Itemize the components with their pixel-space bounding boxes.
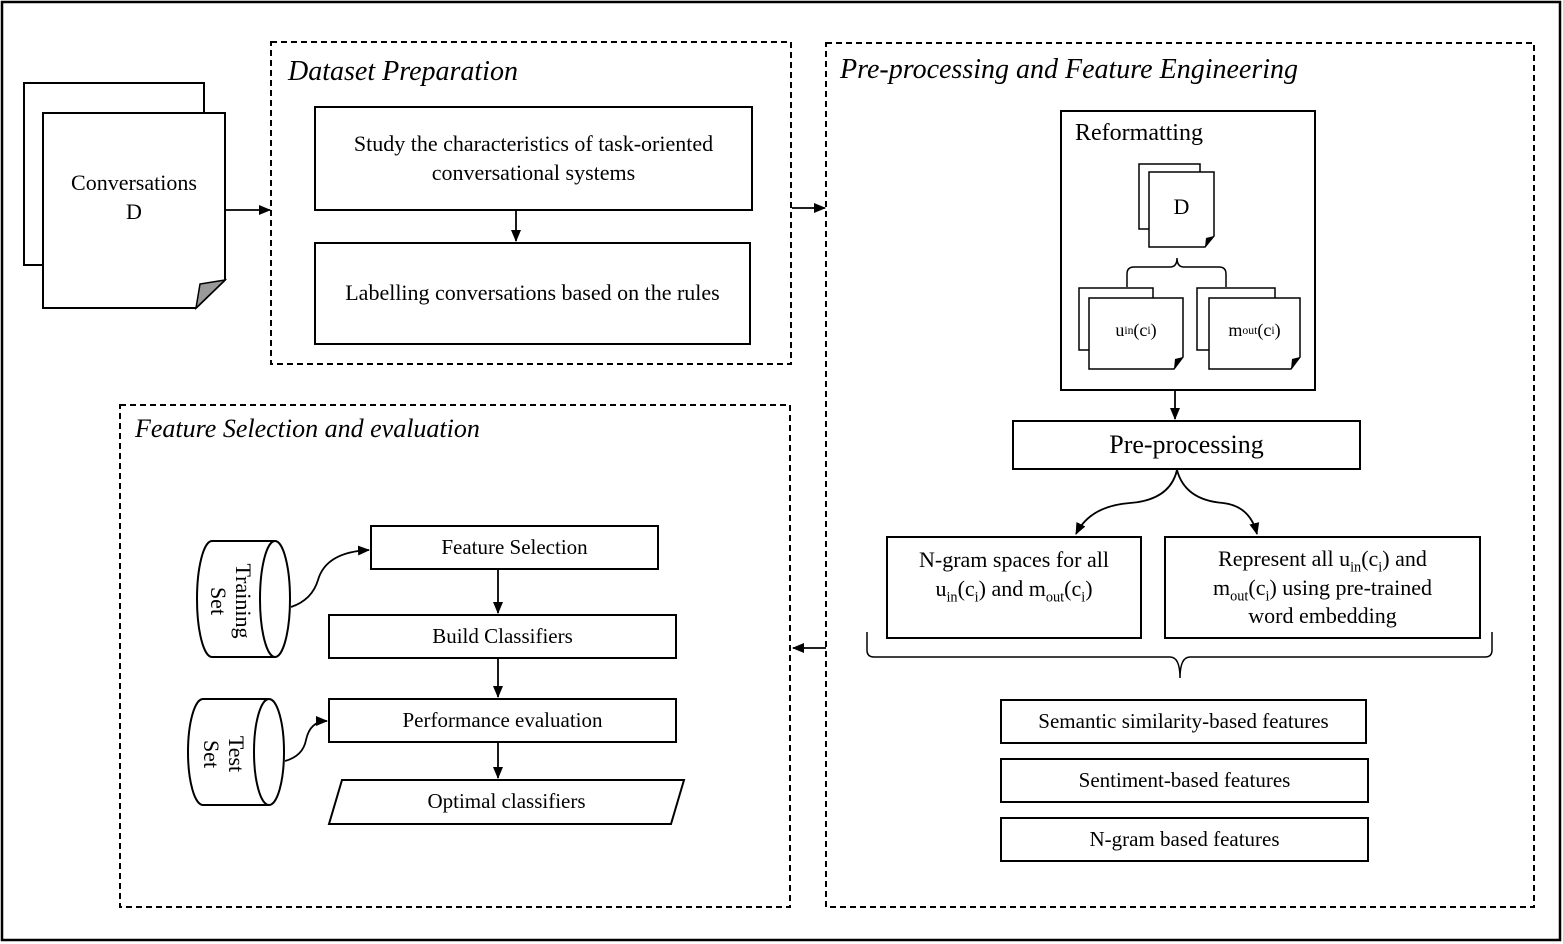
represent-c1-sub: i: [1378, 559, 1383, 576]
preprocessing-frame: [825, 42, 1535, 908]
represent-m-sub: out: [1230, 588, 1249, 605]
test-set-line2: Set: [199, 739, 224, 769]
m-out-base: m: [1228, 320, 1243, 341]
dataset-preparation-frame: [270, 41, 792, 365]
ngram-u-sub: in: [946, 589, 958, 606]
ngram-c1-sub: i: [974, 589, 979, 606]
arrow-pre-to-represent: [1176, 469, 1260, 535]
arrow-training-to-fs: [290, 545, 370, 608]
represent-line3: word embedding: [1248, 603, 1397, 629]
feature-selection-frame: [119, 404, 791, 908]
represent-c2-sub: i: [1265, 588, 1270, 605]
optimal-parallelogram: [327, 779, 686, 825]
training-set-label: Training Set: [204, 546, 258, 656]
labelling-label: Labelling conversations based on the rul…: [345, 280, 720, 306]
training-set-line1: Training: [231, 563, 257, 639]
training-set-cylinder: [196, 540, 291, 658]
feature-selection-title: Feature Selection and evaluation: [135, 414, 480, 443]
test-set-cylinder: [187, 698, 285, 806]
u-in-arg: (c: [1133, 320, 1148, 341]
ngram-c2-close: ): [1085, 576, 1093, 601]
preprocessing-box: [1012, 420, 1361, 470]
sentiment-features-box: [1000, 758, 1369, 803]
ngram-c2: (c: [1064, 576, 1082, 601]
represent-box: [1164, 536, 1481, 639]
represent-line2: mout(ci) using pre-trained: [1213, 574, 1432, 605]
ngram-and: and: [985, 576, 1029, 601]
build-classifiers-box: [328, 614, 677, 659]
represent-line1: Represent all uin(ci) and: [1218, 545, 1427, 576]
ngram-spaces-box: [886, 536, 1142, 639]
ngram-m-sub: out: [1045, 589, 1065, 606]
u-in-close: ): [1150, 320, 1157, 341]
m-out-doc-icon: [1196, 287, 1301, 370]
represent-label: Represent all uin(ci) and mout(ci) using…: [1165, 540, 1480, 636]
labelling-box: [314, 242, 751, 345]
ngram-u: u: [935, 576, 947, 601]
represent-c2: (c: [1248, 574, 1266, 600]
arrow-pre-to-ngram: [1075, 469, 1178, 535]
test-set-label: Test Set: [197, 714, 251, 794]
ngram-c1-close: ): [978, 576, 986, 601]
reformat-doc-d-label: D: [1173, 193, 1190, 219]
reformatting-title: Reformatting: [1075, 120, 1203, 147]
ngram-spaces-label: N-gram spaces for all uin(ci) and mout(c…: [887, 540, 1141, 610]
study-box: [314, 106, 753, 211]
conversations-document-icon: [23, 82, 228, 311]
represent-c1: (c: [1361, 546, 1379, 572]
preprocessing-label: Pre-processing: [1109, 430, 1264, 460]
semantic-features-box: [1000, 699, 1367, 744]
represent-c2-close: ) using pre-trained: [1269, 574, 1432, 600]
optimal-label: Optimal classifiers: [427, 789, 586, 814]
feature-brace: [866, 632, 1493, 679]
ngram-c1: (c: [957, 576, 975, 601]
semantic-features-label: Semantic similarity-based features: [1038, 708, 1329, 733]
performance-label: Performance evaluation: [402, 707, 603, 732]
test-set-line1: Test: [224, 735, 250, 773]
u-in-base: u: [1115, 320, 1125, 341]
m-out-arg: (c: [1257, 320, 1272, 341]
conversations-label-line1: Conversations: [71, 170, 197, 196]
preprocessing-title: Pre-processing and Feature Engineering: [840, 54, 1299, 85]
training-set-line2: Set: [206, 586, 231, 616]
reformat-doc-d-icon: [1138, 163, 1215, 248]
represent-u: u: [1339, 546, 1351, 572]
ngram-spaces-line2: uin(ci) and mout(ci): [935, 575, 1093, 606]
ngram-spaces-line1: N-gram spaces for all: [919, 547, 1109, 573]
ngram-m: m: [1028, 576, 1046, 601]
feature-selection-label: Feature Selection: [441, 534, 588, 559]
ngram-features-label: N-gram based features: [1089, 826, 1280, 851]
sentiment-features-label: Sentiment-based features: [1078, 767, 1291, 792]
m-out-close: ): [1274, 320, 1281, 341]
represent-m: m: [1213, 574, 1231, 600]
feature-selection-box: [370, 525, 659, 570]
build-classifiers-label: Build Classifiers: [432, 623, 573, 648]
represent-c1-close: ) and: [1382, 546, 1427, 572]
represent-pre: Represent all: [1218, 546, 1340, 572]
study-label: Study the characteristics of task-orient…: [353, 130, 714, 185]
ngram-features-box: [1000, 817, 1369, 862]
conversations-label-line2: D: [126, 199, 142, 224]
represent-u-sub: in: [1350, 559, 1362, 576]
reformat-brace: [1126, 257, 1227, 287]
conversations-label: Conversations D: [43, 166, 225, 230]
performance-box: [328, 698, 677, 743]
ngram-c2-sub: i: [1081, 589, 1086, 606]
dataset-preparation-title: Dataset Preparation: [288, 56, 518, 87]
arrow-test-to-perf: [284, 716, 328, 762]
u-in-doc-icon: [1078, 287, 1184, 370]
